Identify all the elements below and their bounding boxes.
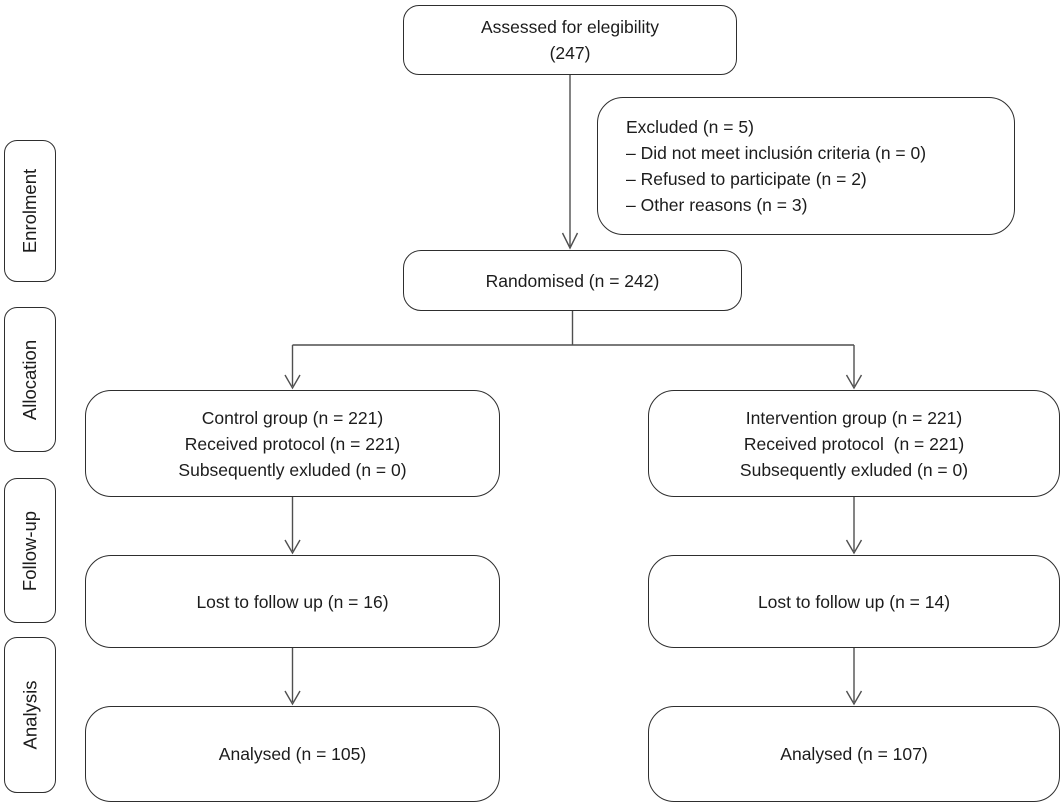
lost-to-follow-up-intervention-box: Lost to follow up (n = 14)	[648, 555, 1060, 648]
box-line: – Did not meet inclusión criteria (n = 0…	[626, 143, 927, 163]
box-line: – Refused to participate (n = 2)	[626, 169, 867, 189]
box-line: Subsequently exluded (n = 0)	[178, 459, 407, 480]
assessed-for-eligibility-box: Assessed for elegibility (247)	[403, 5, 737, 75]
arrow-intervention-to-lost	[845, 497, 863, 555]
box-line: Assessed for elegibility	[481, 17, 659, 37]
box-line: Analysed (n = 105)	[218, 744, 367, 764]
lost-to-follow-up-control-box: Lost to follow up (n = 16)	[85, 555, 500, 648]
arrow-lost-to-analysed-right	[845, 648, 863, 706]
stage-label-enrolment: Enrolment	[4, 140, 56, 282]
box-line: – Other reasons (n = 3)	[626, 195, 808, 215]
box-line: Received protocol (n = 221)	[743, 433, 965, 454]
stage-label-follow-up: Follow-up	[4, 478, 56, 623]
box-line: Control group (n = 221)	[201, 407, 384, 428]
box-line: Randomised (n = 242)	[485, 270, 660, 291]
arrow-control-to-lost	[284, 497, 301, 555]
box-line: Lost to follow up (n = 16)	[196, 591, 389, 612]
arrow-lost-to-analysed-left	[284, 648, 301, 706]
box-line: Lost to follow up (n = 14)	[757, 591, 951, 612]
stage-label-text: Analysis	[19, 680, 41, 750]
excluded-box: Excluded (n = 5) – Did not meet inclusió…	[597, 97, 1015, 235]
box-line: Intervention group (n = 221)	[745, 407, 963, 428]
stage-label-text: Allocation	[19, 339, 40, 420]
box-line: Received protocol (n = 221)	[184, 433, 401, 454]
box-line: (247)	[549, 43, 591, 63]
control-group-box: Control group (n = 221) Received protoco…	[85, 390, 500, 497]
box-line: Excluded (n = 5)	[626, 117, 754, 137]
stage-label-allocation: Allocation	[4, 307, 56, 452]
intervention-group-box: Intervention group (n = 221) Received pr…	[648, 390, 1060, 497]
arrow-assessed-to-randomised	[561, 75, 579, 250]
randomised-box: Randomised (n = 242)	[403, 250, 742, 311]
analysed-control-box: Analysed (n = 105)	[85, 706, 500, 802]
stage-label-text: Follow-up	[19, 510, 41, 591]
stage-label-text: Enrolment	[19, 168, 41, 254]
analysed-intervention-box: Analysed (n = 107)	[648, 706, 1060, 802]
stage-label-analysis: Analysis	[4, 637, 56, 793]
box-line: Analysed (n = 107)	[780, 744, 928, 764]
box-line: Subsequently exluded (n = 0)	[739, 459, 969, 480]
arrow-randomised-split	[284, 311, 863, 390]
